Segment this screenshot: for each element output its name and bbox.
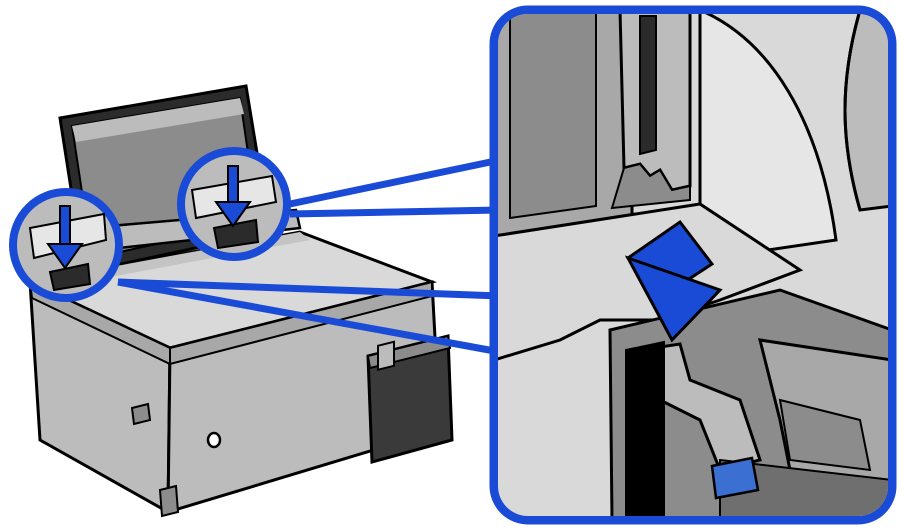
paper-guide-icon — [612, 10, 690, 208]
right-guide-callout — [181, 151, 287, 257]
zoom-inset — [494, 10, 894, 520]
left-guide-callout — [13, 192, 119, 298]
output-tray-slot — [132, 404, 150, 424]
power-button — [208, 433, 220, 447]
guide-tab — [712, 458, 758, 498]
